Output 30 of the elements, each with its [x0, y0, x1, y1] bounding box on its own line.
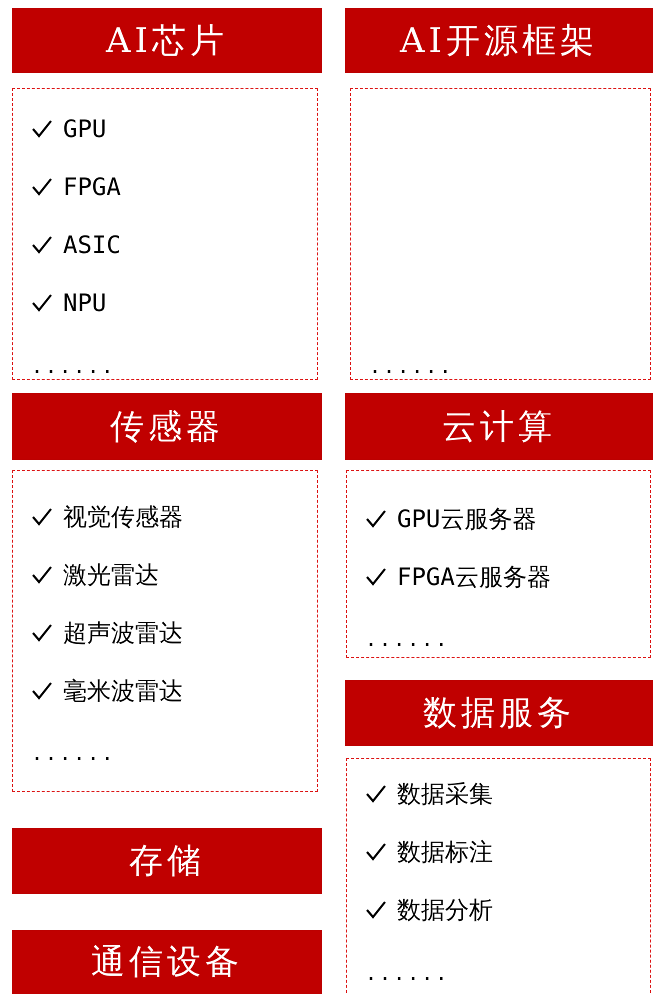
list-item-text: FPGA云服务器: [397, 562, 551, 593]
category-header: 通信设备: [12, 930, 322, 994]
category-header: 云计算: [345, 393, 653, 460]
dashed-list-panel: [346, 470, 651, 658]
list-item-text: 超声波雷达: [63, 618, 183, 649]
dashed-list-panel: [346, 758, 651, 994]
list-item-text: 数据标注: [397, 837, 493, 868]
category-header: AI开源框架: [345, 8, 653, 73]
list-item-text: 数据采集: [397, 779, 493, 810]
list-item-text: ASIC: [63, 231, 121, 259]
ellipsis-text: ......: [365, 961, 450, 985]
category-header: 传感器: [12, 393, 322, 460]
list-item-text: NPU: [63, 289, 106, 317]
ellipsis-text: ......: [365, 627, 450, 651]
dashed-list-panel: [12, 88, 318, 380]
list-item-text: GPU: [63, 115, 106, 143]
list-item-text: 视觉传感器: [63, 502, 183, 533]
dashed-list-panel: [350, 88, 651, 380]
ellipsis-text: ......: [31, 354, 116, 378]
ellipsis-text: ......: [31, 741, 116, 765]
list-item-text: GPU云服务器: [397, 504, 536, 535]
list-item-text: 激光雷达: [63, 560, 159, 591]
list-item-text: 毫米波雷达: [63, 676, 183, 707]
ellipsis-text: ......: [369, 354, 454, 378]
category-header: 存储: [12, 828, 322, 894]
list-item-text: FPGA: [63, 173, 121, 201]
category-header: 数据服务: [345, 680, 653, 746]
list-item-text: 数据分析: [397, 895, 493, 926]
dashed-list-panel: [12, 470, 318, 792]
category-header: AI芯片: [12, 8, 322, 73]
